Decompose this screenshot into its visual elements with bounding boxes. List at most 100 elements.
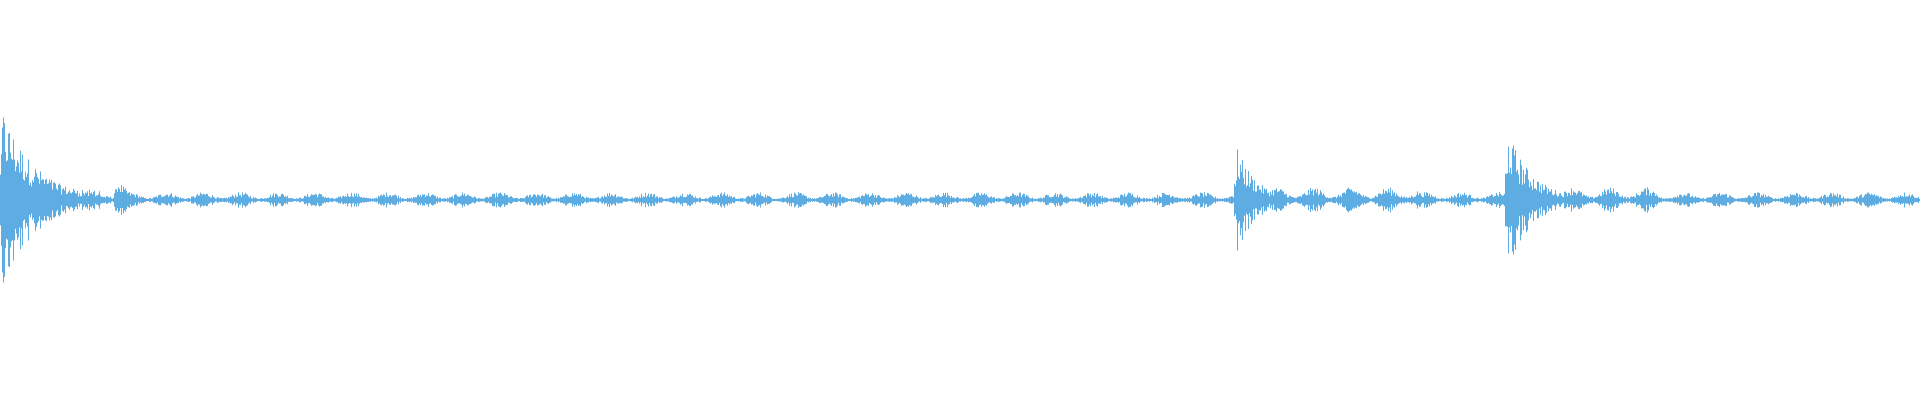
waveform-bar bbox=[629, 198, 630, 202]
waveform-bar bbox=[1722, 194, 1723, 206]
waveform-bar bbox=[222, 198, 223, 202]
waveform-bar bbox=[627, 198, 628, 202]
waveform-bar bbox=[1739, 198, 1740, 202]
waveform-bar bbox=[1917, 198, 1918, 202]
waveform-bar bbox=[869, 196, 870, 204]
waveform-bar bbox=[870, 196, 871, 204]
waveform-bar bbox=[1508, 146, 1509, 254]
waveform-bar bbox=[309, 197, 310, 203]
waveform-bar bbox=[1393, 193, 1394, 207]
waveform-bar bbox=[933, 197, 934, 203]
waveform-bar bbox=[1107, 197, 1108, 203]
waveform-bar bbox=[1432, 196, 1433, 204]
waveform-bar bbox=[1235, 186, 1236, 214]
waveform-bar bbox=[1116, 197, 1117, 203]
waveform-bar bbox=[854, 198, 855, 202]
waveform-bar bbox=[661, 197, 662, 203]
waveform-bar bbox=[1703, 198, 1704, 202]
waveform-bar bbox=[1915, 197, 1916, 203]
waveform-bar bbox=[1494, 196, 1495, 204]
waveform-bar bbox=[1084, 195, 1085, 205]
waveform-bar bbox=[1514, 155, 1515, 245]
waveform-bar bbox=[860, 198, 861, 202]
waveform-bar bbox=[780, 198, 781, 202]
waveform-bar bbox=[979, 195, 980, 205]
waveform-bar bbox=[1219, 198, 1220, 202]
waveform-bar bbox=[132, 194, 133, 206]
waveform-bar bbox=[1489, 195, 1490, 205]
waveform-bar bbox=[802, 195, 803, 205]
waveform-bar bbox=[785, 198, 786, 202]
waveform-bar bbox=[1011, 196, 1012, 204]
waveform-bar bbox=[1385, 190, 1386, 210]
waveform-bar bbox=[1353, 192, 1354, 208]
waveform-bar bbox=[500, 192, 501, 208]
waveform-bar bbox=[789, 194, 790, 206]
waveform-bar bbox=[1486, 196, 1487, 204]
waveform-bar bbox=[67, 193, 68, 207]
waveform-bar bbox=[1808, 197, 1809, 203]
waveform-bar bbox=[773, 198, 774, 202]
waveform-bar bbox=[882, 198, 883, 202]
waveform-bar bbox=[777, 198, 778, 202]
waveform-bar bbox=[237, 196, 238, 204]
waveform-bar bbox=[1448, 198, 1449, 202]
waveform-bar bbox=[96, 195, 97, 205]
waveform-bar bbox=[48, 183, 49, 217]
waveform-bar bbox=[1328, 198, 1329, 202]
waveform-bar bbox=[1261, 192, 1262, 208]
waveform-bar bbox=[1194, 196, 1195, 204]
waveform-bar bbox=[219, 198, 220, 202]
waveform-bar bbox=[1566, 192, 1567, 208]
waveform-bar bbox=[29, 185, 30, 215]
waveform-bar bbox=[1645, 188, 1646, 212]
waveform-bar bbox=[1372, 198, 1373, 202]
waveform-bar bbox=[617, 196, 618, 204]
waveform-bar bbox=[1378, 193, 1379, 207]
waveform-bar bbox=[1491, 194, 1492, 206]
waveform-bar bbox=[719, 197, 720, 203]
waveform-bar bbox=[1857, 196, 1858, 204]
waveform-bar bbox=[420, 194, 421, 206]
waveform-bar bbox=[1334, 196, 1335, 204]
waveform-bar bbox=[659, 197, 660, 203]
waveform-bar bbox=[1267, 193, 1268, 207]
waveform-bar bbox=[621, 196, 622, 204]
waveform-bar bbox=[724, 192, 725, 208]
waveform-bar bbox=[1279, 190, 1280, 210]
waveform-bar bbox=[686, 196, 687, 204]
waveform-bar bbox=[238, 192, 239, 208]
waveform-bar bbox=[1399, 196, 1400, 204]
waveform-bar bbox=[288, 198, 289, 202]
waveform-bar bbox=[994, 197, 995, 203]
waveform-bar bbox=[426, 195, 427, 205]
waveform-bar bbox=[1200, 192, 1201, 208]
waveform-bar bbox=[1452, 197, 1453, 203]
waveform-bar bbox=[1293, 197, 1294, 203]
waveform-bar bbox=[1102, 195, 1103, 205]
waveform-bar bbox=[636, 197, 637, 203]
waveform-bar bbox=[134, 194, 135, 206]
waveform-bar bbox=[152, 198, 153, 202]
waveform-bar bbox=[204, 194, 205, 206]
waveform-bar bbox=[764, 197, 765, 203]
waveform-bar bbox=[1550, 191, 1551, 209]
waveform-bar bbox=[356, 193, 357, 207]
waveform-bar bbox=[730, 196, 731, 204]
waveform-bar bbox=[465, 196, 466, 204]
waveform-bar bbox=[1204, 192, 1205, 208]
waveform-bar bbox=[797, 195, 798, 205]
waveform-bar bbox=[352, 196, 353, 204]
waveform-bar bbox=[361, 196, 362, 204]
waveform-bar bbox=[590, 197, 591, 203]
waveform-bar bbox=[1446, 197, 1447, 203]
waveform-bar bbox=[691, 195, 692, 205]
waveform-bar bbox=[674, 196, 675, 204]
waveform-bar bbox=[1350, 189, 1351, 211]
waveform-bar bbox=[1054, 195, 1055, 205]
waveform-bar bbox=[1002, 198, 1003, 202]
waveform-bar bbox=[1838, 197, 1839, 203]
waveform-bar bbox=[1764, 197, 1765, 203]
waveform-bar bbox=[1625, 196, 1626, 204]
